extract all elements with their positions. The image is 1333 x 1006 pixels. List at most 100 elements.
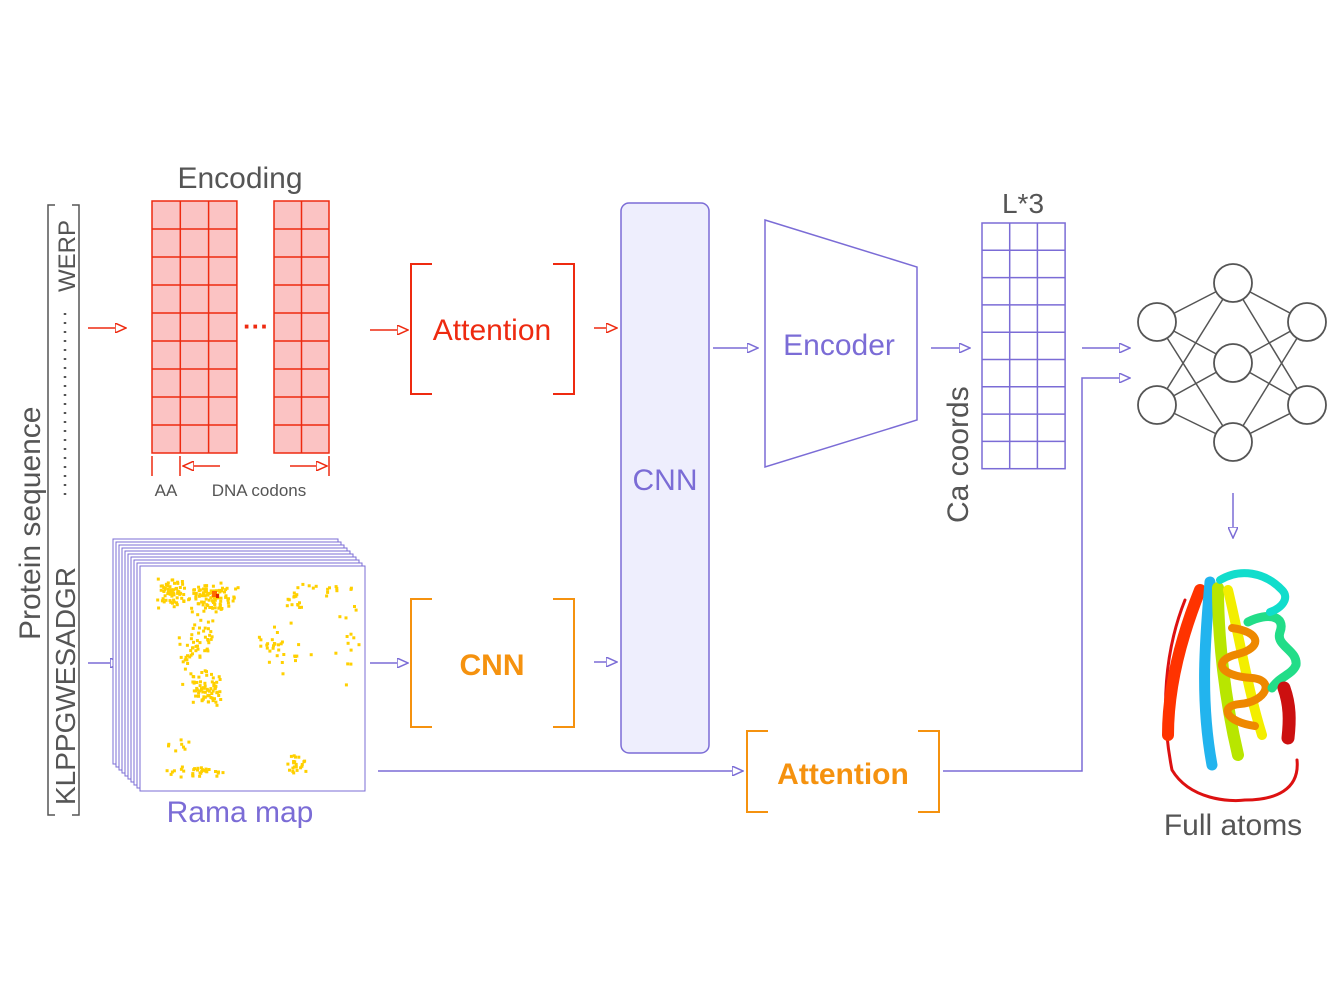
rama-point xyxy=(175,601,179,605)
attention-top-label: Attention xyxy=(433,314,551,347)
rama-point xyxy=(275,631,279,634)
rama-point xyxy=(206,649,210,653)
rama-point xyxy=(296,603,300,607)
rama-point xyxy=(266,642,270,646)
rama-point xyxy=(259,638,263,642)
rama-point xyxy=(180,765,184,769)
attention-bottom-label: Attention xyxy=(777,758,909,791)
rama-point xyxy=(187,740,191,744)
rama-point xyxy=(194,694,198,698)
rama-point xyxy=(194,689,198,693)
rama-point xyxy=(208,606,212,609)
rama-point xyxy=(176,580,180,584)
rama-point xyxy=(326,587,330,591)
sequence-start: KLPPGWESADGR xyxy=(50,567,81,805)
rama-point xyxy=(173,581,176,585)
rama-point xyxy=(194,595,198,599)
rama-point xyxy=(188,655,192,659)
rama-point xyxy=(219,698,223,701)
rama-point xyxy=(211,584,215,588)
rama-point xyxy=(294,755,297,759)
rama-point xyxy=(175,603,179,607)
rama-point xyxy=(295,593,299,597)
rama-point xyxy=(198,684,202,688)
rama-point xyxy=(301,582,305,586)
coords-title: L*3 xyxy=(1002,188,1044,219)
rama-point xyxy=(201,768,204,772)
cnn-small-block: CNN xyxy=(410,598,575,728)
rama-point xyxy=(198,626,201,630)
rama-point xyxy=(205,687,209,691)
rama-point xyxy=(198,655,202,659)
rama-map-label: Rama map xyxy=(167,796,314,829)
rama-point xyxy=(207,641,211,645)
rama-point xyxy=(302,760,306,764)
rama-point xyxy=(203,649,207,653)
rama-point xyxy=(189,637,193,641)
rama-point xyxy=(349,632,353,636)
rama-point xyxy=(198,689,201,693)
rama-point xyxy=(174,587,178,591)
rama-point xyxy=(216,690,220,694)
rama-point xyxy=(195,639,199,643)
rama-point xyxy=(192,675,196,679)
rama-point xyxy=(344,616,348,620)
dna-codons-label: DNA codons xyxy=(212,481,307,500)
rama-point xyxy=(168,599,172,603)
rama-point xyxy=(201,603,205,607)
rama-point xyxy=(275,654,279,658)
rama-point xyxy=(290,603,294,607)
rama-point xyxy=(195,686,199,690)
rama-point xyxy=(189,649,193,653)
rama-point xyxy=(345,635,349,638)
rama-point xyxy=(220,607,224,610)
rama-point xyxy=(210,692,214,695)
rama-point xyxy=(162,600,166,604)
rama-point xyxy=(307,584,311,588)
rama-point xyxy=(206,700,210,704)
rama-point xyxy=(207,598,211,602)
rama-point xyxy=(292,765,296,769)
attention-bottom-block: Attention xyxy=(746,730,940,813)
rama-point xyxy=(197,585,201,589)
rama-point xyxy=(203,684,207,688)
rama-point xyxy=(215,680,219,684)
rama-point xyxy=(225,586,229,590)
rama-hotspot xyxy=(212,591,217,597)
encoder-trapezoid xyxy=(764,218,918,469)
rama-point xyxy=(203,635,207,639)
rama-point xyxy=(178,642,182,646)
rama-point xyxy=(224,594,228,598)
rama-point xyxy=(202,686,206,690)
rama-point xyxy=(297,755,301,759)
rama-point xyxy=(161,597,165,601)
rama-point xyxy=(195,681,199,684)
rama-point xyxy=(194,597,198,601)
rama-point xyxy=(289,621,293,625)
rama-point xyxy=(200,769,204,773)
rama-point xyxy=(176,591,180,595)
sequence-bracket-left xyxy=(47,204,55,816)
rama-point xyxy=(213,589,217,593)
attention-top-block: Attention xyxy=(410,263,575,395)
rama-point xyxy=(191,700,195,704)
rama-point xyxy=(197,594,201,598)
rama-point xyxy=(203,626,207,630)
rama-point xyxy=(156,598,160,602)
rama-point xyxy=(203,590,207,594)
rama-point xyxy=(277,648,281,652)
rama-point xyxy=(326,590,330,594)
rama-point xyxy=(349,586,353,590)
rama-point xyxy=(196,613,200,617)
rama-point xyxy=(352,636,356,640)
aa-label: AA xyxy=(155,481,178,500)
rama-point xyxy=(207,591,211,595)
rama-point xyxy=(223,590,226,594)
rama-point xyxy=(349,662,353,666)
rama-point xyxy=(191,626,195,630)
rama-point xyxy=(298,606,302,609)
rama-point xyxy=(211,619,215,623)
rama-point xyxy=(157,606,161,610)
rama-point xyxy=(172,605,176,609)
rama-point xyxy=(172,600,176,604)
